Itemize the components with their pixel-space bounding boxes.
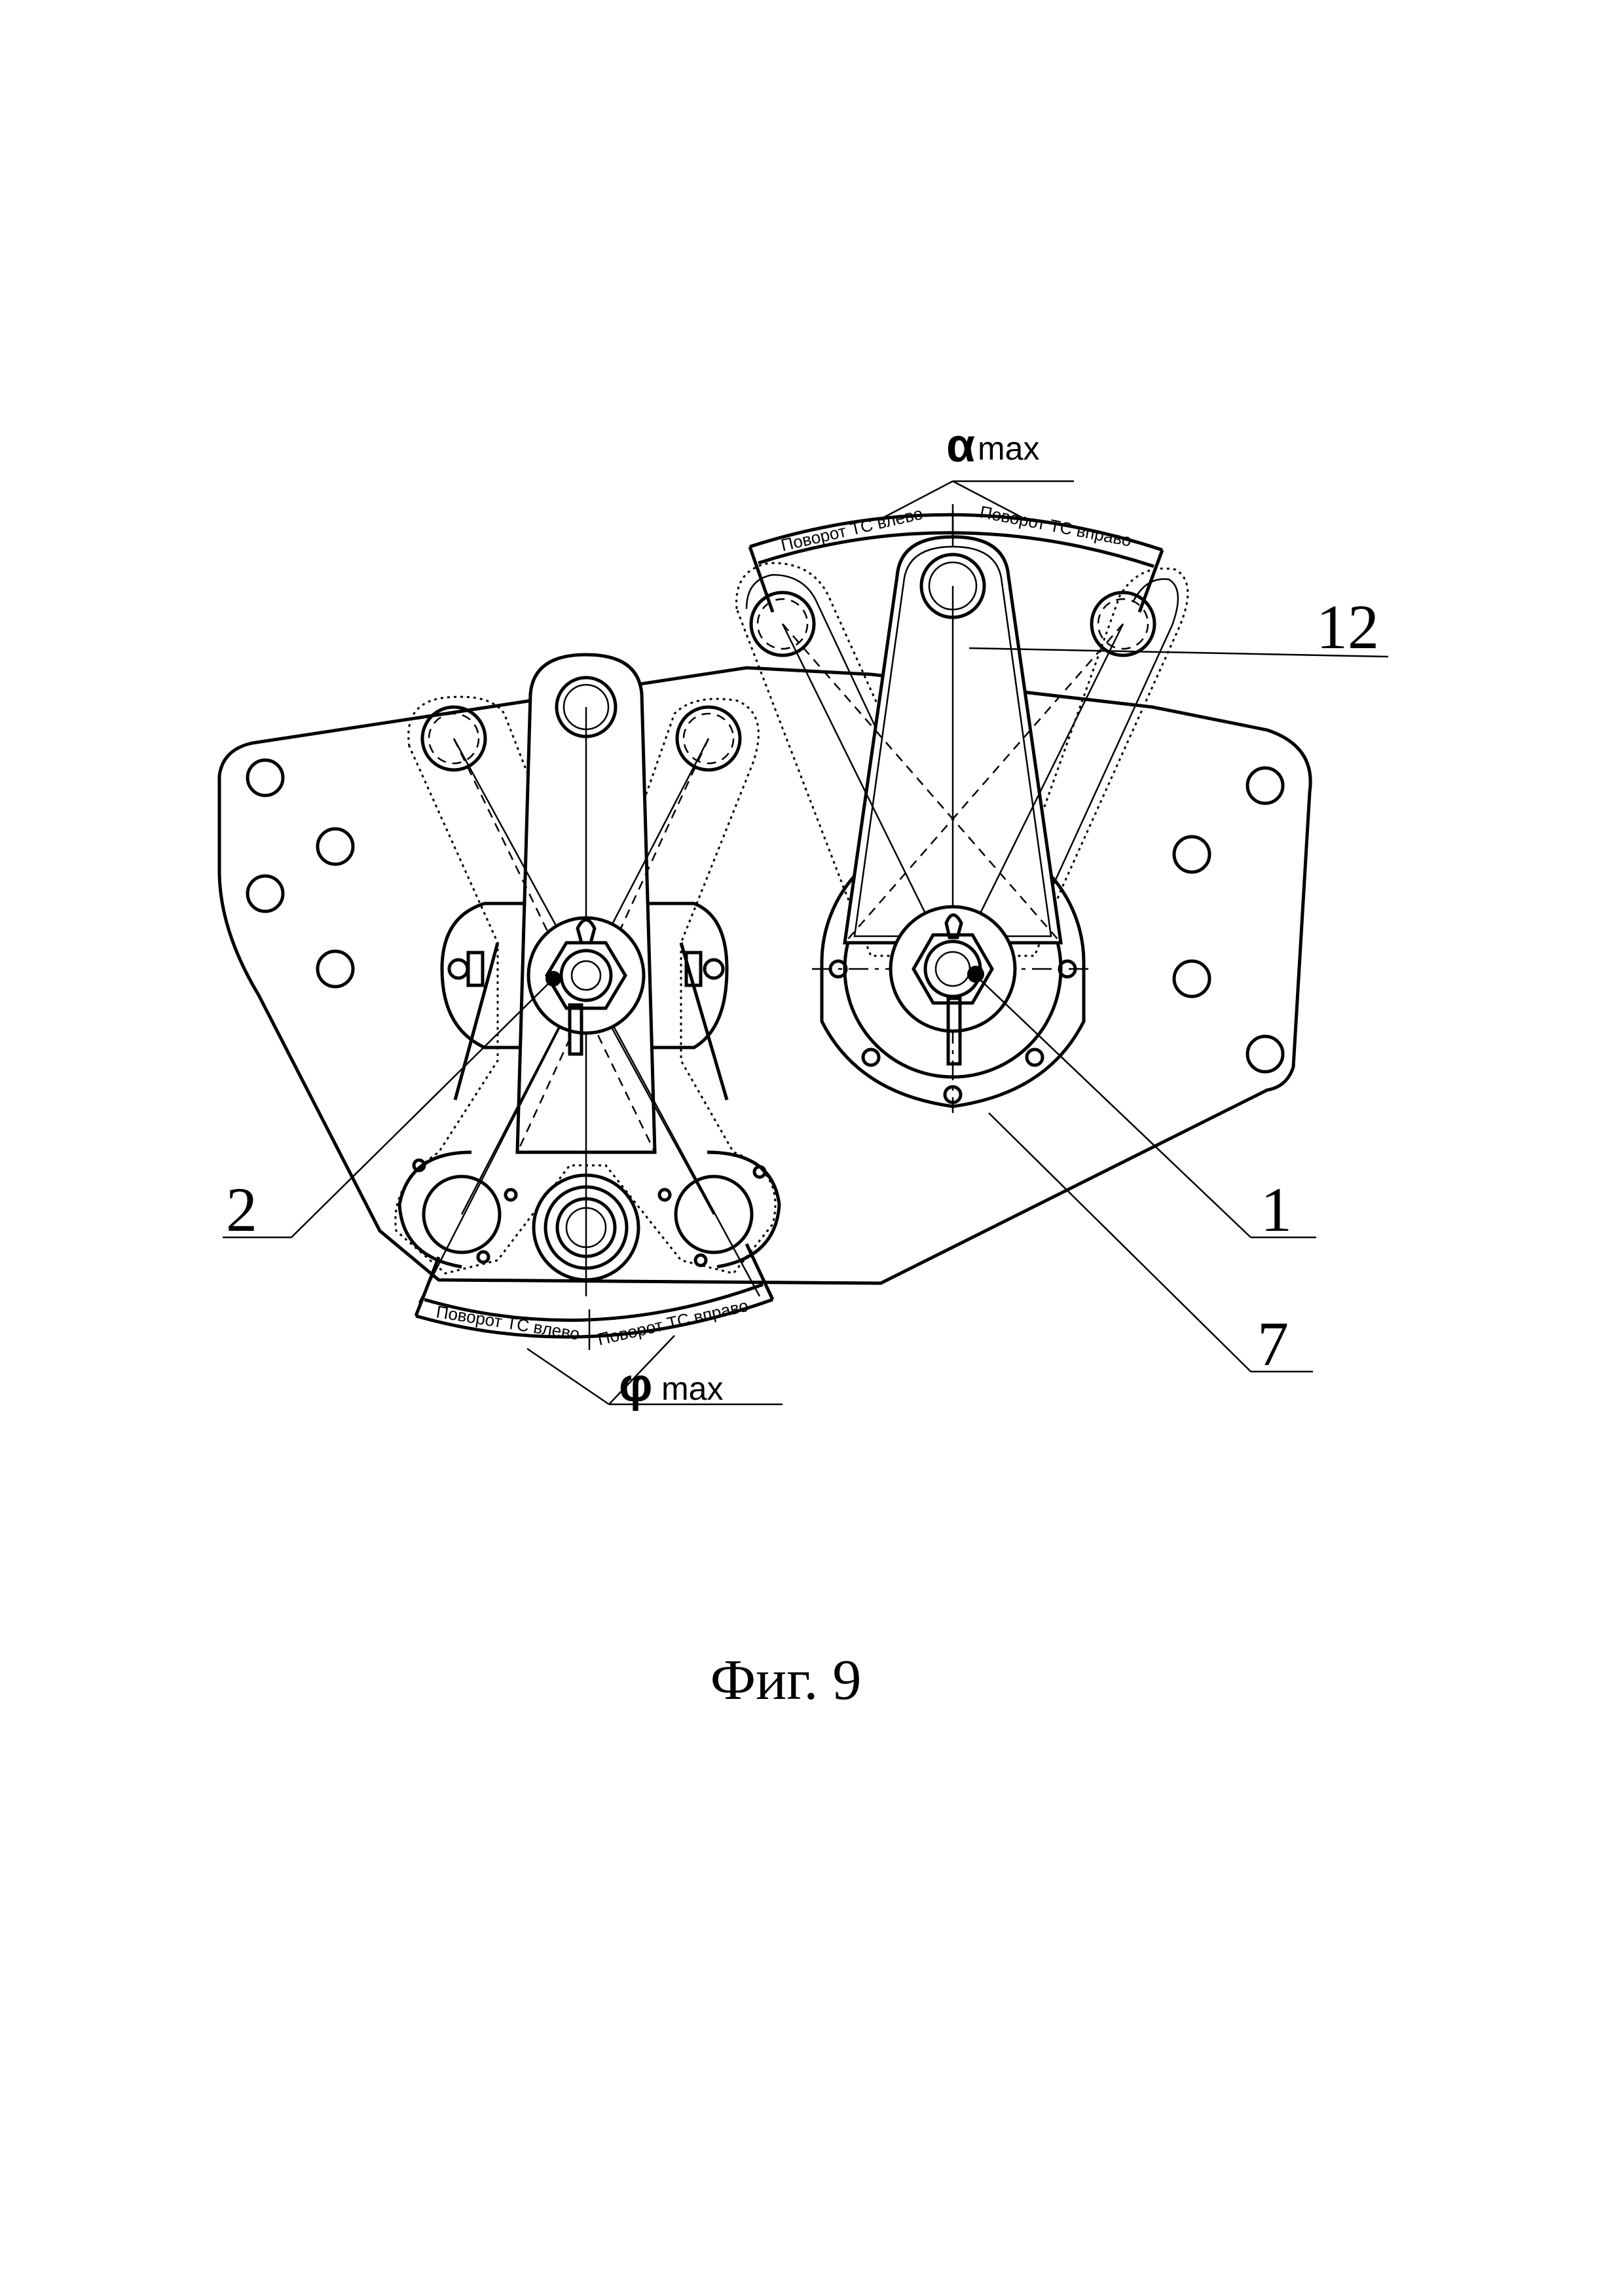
alpha-symbol: α: [946, 420, 975, 472]
alpha-suffix: max: [978, 430, 1039, 467]
ref-label-2: 2: [226, 1175, 257, 1245]
ref-12: 12: [969, 592, 1389, 662]
left-arc-right-text: Поворот ТС вправо: [596, 1296, 750, 1349]
right-assembly: [735, 511, 1189, 1113]
left-assembly: [394, 653, 781, 1303]
ref-2: 2: [223, 975, 557, 1245]
plate-holes-right: [1172, 766, 1285, 1074]
ref-7: 7: [988, 1112, 1313, 1379]
plate-holes-left: [246, 758, 355, 989]
ref-label-7: 7: [1257, 1309, 1289, 1379]
figure-caption: Фиг. 9: [710, 1649, 862, 1712]
left-arc-left-text: Поворот ТС влево: [435, 1302, 581, 1343]
phi-suffix: max: [661, 1370, 723, 1407]
ref-label-1: 1: [1261, 1175, 1292, 1245]
right-arc-left-text: Поворот ТС влево: [779, 503, 925, 555]
base-plate: [217, 666, 1312, 1285]
ref-1: 1: [975, 975, 1316, 1245]
ref-label-12: 12: [1316, 592, 1379, 662]
phi-symbol: φ: [619, 1359, 653, 1412]
